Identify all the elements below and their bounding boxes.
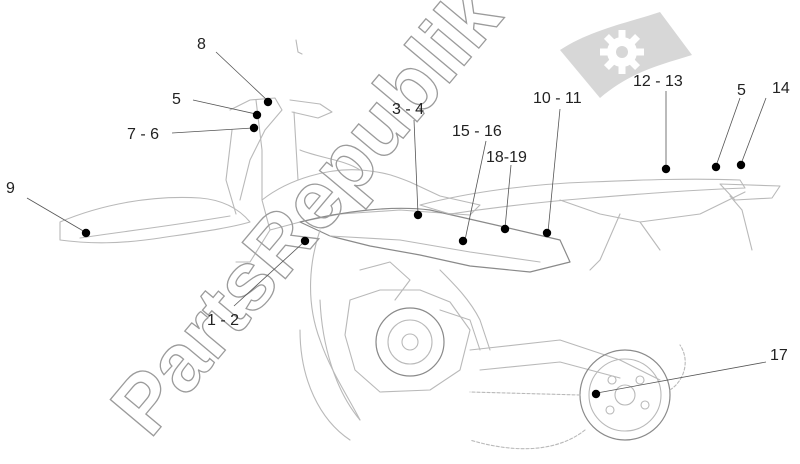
side-panel-outline bbox=[299, 207, 571, 273]
callout-dot-15-16 bbox=[458, 236, 468, 246]
callout-dot-5-rear bbox=[711, 162, 721, 172]
callout-label-8: 8 bbox=[197, 36, 206, 53]
callout-dot-1-2 bbox=[300, 236, 310, 246]
callout-label-1-2: 1 - 2 bbox=[207, 312, 239, 329]
callout-dot-17 bbox=[591, 389, 601, 399]
callout-dot-14 bbox=[736, 160, 746, 170]
fuel-tank-outline bbox=[261, 169, 481, 231]
callout-label-5-front: 5 bbox=[172, 91, 181, 108]
leader-lines bbox=[26, 51, 767, 394]
callout-dot-18-19 bbox=[500, 224, 510, 234]
motorcycle-line-drawing bbox=[59, 39, 781, 450]
callout-dot-7-6 bbox=[249, 123, 259, 133]
rear-sprocket-and-chain bbox=[469, 344, 686, 450]
callout-label-14: 14 bbox=[772, 80, 790, 97]
watermark-logo bbox=[560, 12, 692, 98]
callout-label-9: 9 bbox=[6, 180, 15, 197]
callout-dot-8 bbox=[263, 97, 273, 107]
callout-label-10-11: 10 - 11 bbox=[533, 90, 582, 107]
callout-labels: 8 5 7 - 6 9 3 - 4 15 - 16 18-19 10 - 11 … bbox=[6, 36, 790, 364]
callout-dot-10-11 bbox=[542, 228, 552, 238]
callout-dot-9 bbox=[81, 228, 91, 238]
callout-label-17: 17 bbox=[770, 347, 788, 364]
gear-icon bbox=[600, 30, 644, 74]
callout-label-3-4: 3 - 4 bbox=[392, 101, 424, 118]
callout-dot-12-13 bbox=[661, 164, 671, 174]
seat-outline bbox=[419, 178, 746, 215]
callout-dots bbox=[81, 97, 746, 399]
callout-label-18-19: 18-19 bbox=[486, 149, 527, 166]
watermark-text: PartsRepublik bbox=[94, 0, 518, 452]
callout-dot-5-front bbox=[252, 110, 262, 120]
engine-drawing bbox=[309, 229, 491, 421]
callout-label-15-16: 15 - 16 bbox=[452, 123, 502, 140]
callout-label-5-rear: 5 bbox=[737, 82, 746, 99]
callout-dot-3-4 bbox=[413, 210, 423, 220]
front-fender-outline bbox=[59, 196, 251, 244]
callout-label-7-6: 7 - 6 bbox=[127, 126, 159, 143]
callout-label-12-13: 12 - 13 bbox=[633, 73, 683, 90]
